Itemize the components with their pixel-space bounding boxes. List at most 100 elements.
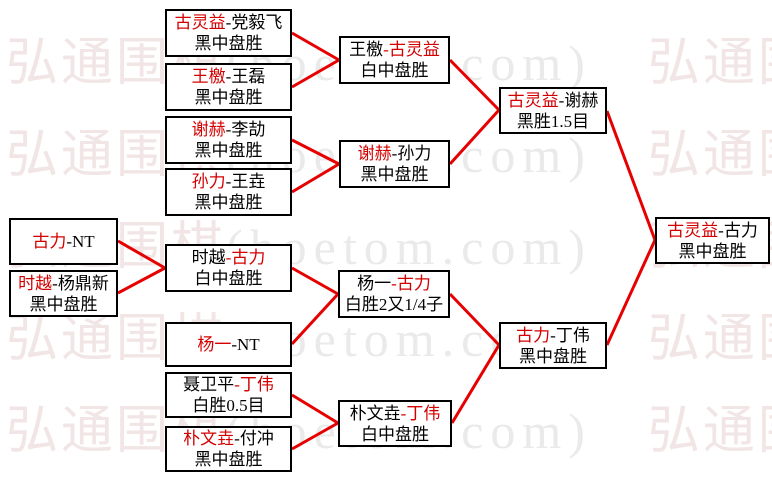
match-players: 王檄-古灵益 bbox=[349, 39, 440, 60]
connector-line bbox=[291, 58, 340, 89]
player-2: -古力 bbox=[391, 274, 431, 293]
player-2: -杨鼎新 bbox=[52, 273, 109, 293]
match-box-r2-4: 杨一-古力 白胜2又1/4子 bbox=[338, 270, 450, 318]
player-2: -王垚 bbox=[225, 172, 266, 191]
match-box-r1-2: 王檄-王磊 黑中盘胜 bbox=[165, 63, 292, 111]
connector-line bbox=[291, 138, 340, 166]
match-players: 时越-杨鼎新 bbox=[18, 273, 109, 294]
match-box-final: 古灵益-古力 黑中盘胜 bbox=[655, 217, 770, 264]
match-players: 聂卫平-丁伟 bbox=[183, 374, 274, 395]
match-players: 谢赫-孙力 bbox=[358, 143, 432, 164]
connector-line bbox=[290, 292, 340, 346]
connector-line bbox=[291, 266, 339, 296]
match-result: 白胜0.5目 bbox=[192, 396, 265, 415]
match-result: 白中盘胜 bbox=[361, 424, 429, 444]
player-2: -古力 bbox=[718, 220, 758, 240]
match-result: 黑中盘胜 bbox=[29, 294, 98, 314]
match-box-r1-4: 孙力-王垚 黑中盘胜 bbox=[165, 168, 292, 216]
player-2: -谢赫 bbox=[558, 90, 599, 110]
match-players: 杨一-NT bbox=[197, 334, 259, 355]
match-result: 白中盘胜 bbox=[194, 269, 263, 288]
player-2: -NT bbox=[66, 232, 95, 251]
match-result: 白中盘胜 bbox=[360, 61, 429, 80]
match-result: 白胜2又1/4子 bbox=[344, 295, 444, 314]
player-1: 古灵益 bbox=[507, 90, 559, 110]
player-2: -NT bbox=[231, 335, 260, 354]
player-1: 古灵益 bbox=[174, 13, 226, 32]
match-result: 黑中盘胜 bbox=[519, 346, 587, 366]
connector-line bbox=[291, 31, 340, 62]
match-players: 孙力-王垚 bbox=[192, 171, 266, 192]
player-2: -孙力 bbox=[391, 144, 432, 163]
connector-line bbox=[450, 344, 501, 424]
match-box-semifinal-1: 古灵益-谢赫 黑胜1.5目 bbox=[499, 87, 607, 134]
player-1: 古力 bbox=[32, 232, 67, 251]
match-box-r1-6: 时越-杨鼎新 黑中盘胜 bbox=[9, 270, 118, 317]
match-result: 黑中盘胜 bbox=[360, 165, 429, 184]
match-result: 黑中盘胜 bbox=[194, 88, 263, 107]
player-1: 谢赫 bbox=[191, 120, 226, 139]
match-players: 朴文垚-丁伟 bbox=[350, 403, 441, 424]
match-result: 黑中盘胜 bbox=[678, 241, 747, 261]
match-result: 黑中盘胜 bbox=[194, 450, 263, 469]
player-1: 古力 bbox=[516, 325, 551, 345]
match-players: 古灵益-古力 bbox=[667, 220, 758, 241]
match-box-r1-1: 古灵益-党毅飞 黑中盘胜 bbox=[165, 9, 292, 57]
player-2: -丁伟 bbox=[550, 325, 590, 345]
player-2: -党毅飞 bbox=[225, 13, 283, 32]
match-box-r2-1: 王檄-古灵益 白中盘胜 bbox=[339, 36, 450, 84]
match-players: 古力-NT bbox=[32, 231, 94, 252]
match-players: 朴文垚-付冲 bbox=[183, 428, 274, 449]
connector-line bbox=[448, 292, 501, 347]
match-players: 时越-古力 bbox=[192, 247, 266, 268]
connector-line bbox=[291, 162, 340, 194]
player-1: 时越 bbox=[18, 273, 53, 293]
match-box-r1-5: 古力-NT bbox=[9, 218, 118, 265]
match-box-r1-9: 朴文垚-付冲 黑中盘胜 bbox=[165, 426, 292, 472]
match-players: 古力-丁伟 bbox=[516, 325, 590, 346]
match-result: 黑胜1.5目 bbox=[516, 111, 590, 131]
player-2: -丁伟 bbox=[234, 375, 274, 394]
match-box-r2-2: 谢赫-孙力 黑中盘胜 bbox=[339, 140, 450, 188]
player-2: -付冲 bbox=[234, 429, 274, 448]
player-2: -古力 bbox=[225, 248, 266, 267]
match-box-r1-8: 聂卫平-丁伟 白胜0.5目 bbox=[165, 372, 292, 418]
match-result: 黑中盘胜 bbox=[194, 193, 263, 212]
connector-line bbox=[448, 58, 501, 112]
match-box-r2-3: 时越-古力 白中盘胜 bbox=[165, 244, 292, 292]
match-players: 王檄-王磊 bbox=[192, 66, 266, 87]
player-2: -李劼 bbox=[225, 120, 266, 139]
player-1: 杨一 bbox=[197, 335, 232, 354]
player-1: 杨一 bbox=[357, 274, 392, 293]
connector-line bbox=[605, 239, 657, 346]
player-1: 古灵益 bbox=[667, 220, 719, 240]
player-1: 朴文垚 bbox=[183, 429, 235, 448]
player-1: 时越 bbox=[191, 248, 226, 267]
match-players: 杨一-古力 bbox=[357, 273, 431, 294]
connector-line bbox=[117, 266, 166, 295]
match-players: 谢赫-李劼 bbox=[192, 119, 266, 140]
connector-line bbox=[291, 421, 339, 451]
match-result: 黑中盘胜 bbox=[194, 141, 263, 160]
match-box-r1-7: 杨一-NT bbox=[165, 322, 292, 367]
player-1: 王檄 bbox=[349, 40, 384, 59]
match-players: 古灵益-谢赫 bbox=[508, 90, 599, 111]
connector-line bbox=[117, 239, 166, 270]
match-box-semifinal-2: 古力-丁伟 黑中盘胜 bbox=[499, 322, 607, 369]
match-box-r2-5: 朴文垚-丁伟 白中盘胜 bbox=[338, 400, 452, 447]
player-2: -王磊 bbox=[225, 67, 266, 86]
watermark-cjk-text: 弘通围棋 bbox=[647, 403, 772, 460]
player-1: 谢赫 bbox=[357, 144, 392, 163]
match-result: 黑中盘胜 bbox=[194, 34, 263, 53]
connector-line bbox=[605, 110, 657, 241]
match-box-r1-3: 谢赫-李劼 黑中盘胜 bbox=[165, 116, 292, 164]
player-2: -古灵益 bbox=[383, 40, 440, 59]
player-1: 聂卫平 bbox=[183, 375, 235, 394]
watermark-cjk-text: 弘通围棋 bbox=[647, 35, 772, 92]
match-players: 古灵益-党毅飞 bbox=[175, 12, 283, 33]
player-1: 王檄 bbox=[191, 67, 226, 86]
player-1: 孙力 bbox=[191, 172, 226, 191]
connector-line bbox=[291, 393, 339, 425]
